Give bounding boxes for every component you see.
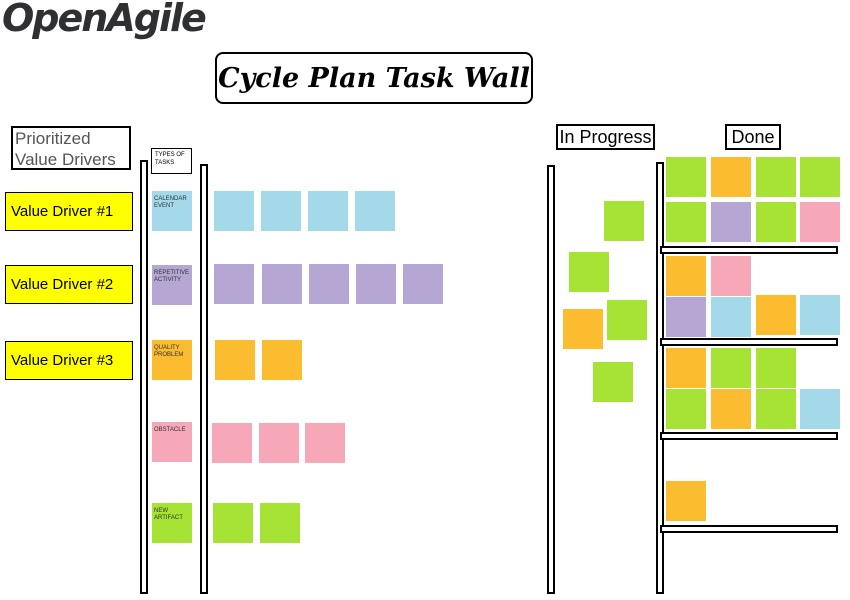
done-note[interactable] bbox=[800, 202, 840, 242]
in-progress-note[interactable] bbox=[604, 201, 644, 241]
backlog-note-obstacle[interactable] bbox=[305, 423, 345, 463]
done-note[interactable] bbox=[666, 348, 706, 388]
in-progress-divider bbox=[547, 165, 555, 594]
done-note[interactable] bbox=[756, 348, 796, 388]
task-type-new-artifact: NEW ARTIFACT bbox=[152, 503, 192, 543]
wall-title: Cycle Plan Task Wall bbox=[218, 62, 530, 94]
value-driver-3: Value Driver #3 bbox=[5, 341, 133, 380]
done-header: Done bbox=[725, 124, 781, 150]
task-type-label: OBSTACLE bbox=[154, 427, 186, 433]
in-progress-header: In Progress bbox=[556, 124, 655, 150]
done-shelf-2 bbox=[660, 338, 838, 346]
done-note[interactable] bbox=[711, 157, 751, 197]
task-types-divider bbox=[200, 164, 208, 594]
done-note[interactable] bbox=[666, 256, 706, 296]
task-type-label: REPETITIVE ACTIVITY bbox=[154, 270, 190, 283]
in-progress-note[interactable] bbox=[563, 309, 603, 349]
done-note[interactable] bbox=[666, 297, 706, 337]
task-type-calendar-event: CALENDAR EVENT bbox=[152, 191, 192, 231]
backlog-note-repetitive-activity[interactable] bbox=[403, 264, 443, 304]
done-shelf-3 bbox=[660, 432, 838, 440]
done-note[interactable] bbox=[711, 348, 751, 388]
prioritized-value-drivers-header: Prioritized Value Drivers bbox=[11, 126, 131, 170]
done-note[interactable] bbox=[666, 389, 706, 429]
done-note[interactable] bbox=[711, 202, 751, 242]
done-note[interactable] bbox=[800, 157, 840, 197]
task-type-label: CALENDAR EVENT bbox=[154, 196, 187, 209]
done-shelf-4 bbox=[660, 525, 838, 533]
backlog-note-repetitive-activity[interactable] bbox=[262, 264, 302, 304]
done-note[interactable] bbox=[756, 295, 796, 335]
task-type-label: NEW ARTIFACT bbox=[154, 508, 183, 521]
value-driver-divider bbox=[140, 160, 148, 594]
backlog-note-calendar-event[interactable] bbox=[355, 191, 395, 231]
openagile-logo: OpenAgile bbox=[2, 0, 207, 40]
done-shelf-1 bbox=[660, 246, 838, 254]
backlog-note-obstacle[interactable] bbox=[212, 423, 252, 463]
done-note[interactable] bbox=[800, 389, 840, 429]
backlog-note-new-artifact[interactable] bbox=[260, 503, 300, 543]
backlog-note-new-artifact[interactable] bbox=[213, 503, 253, 543]
done-note[interactable] bbox=[711, 256, 751, 296]
in-progress-note[interactable] bbox=[607, 300, 647, 340]
done-note[interactable] bbox=[666, 157, 706, 197]
done-note[interactable] bbox=[666, 481, 706, 521]
backlog-note-calendar-event[interactable] bbox=[308, 191, 348, 231]
task-type-repetitive-activity: REPETITIVE ACTIVITY bbox=[152, 265, 192, 305]
in-progress-note[interactable] bbox=[569, 252, 609, 292]
backlog-note-calendar-event[interactable] bbox=[261, 191, 301, 231]
done-note[interactable] bbox=[756, 202, 796, 242]
done-divider bbox=[656, 162, 664, 594]
backlog-note-calendar-event[interactable] bbox=[214, 191, 254, 231]
types-of-tasks-header: TYPES OF TASKS bbox=[151, 148, 192, 174]
done-note[interactable] bbox=[800, 295, 840, 335]
done-note[interactable] bbox=[756, 389, 796, 429]
backlog-note-quality-problem[interactable] bbox=[215, 340, 255, 380]
backlog-note-repetitive-activity[interactable] bbox=[356, 264, 396, 304]
done-note[interactable] bbox=[756, 157, 796, 197]
task-type-obstacle: OBSTACLE bbox=[152, 422, 192, 462]
backlog-note-quality-problem[interactable] bbox=[262, 340, 302, 380]
value-driver-2: Value Driver #2 bbox=[5, 265, 133, 304]
value-driver-1: Value Driver #1 bbox=[5, 192, 133, 231]
done-note[interactable] bbox=[711, 389, 751, 429]
backlog-note-repetitive-activity[interactable] bbox=[214, 264, 254, 304]
done-note[interactable] bbox=[711, 297, 751, 337]
done-note[interactable] bbox=[666, 202, 706, 242]
task-type-label: QUALITY PROBLEM bbox=[154, 345, 184, 358]
wall-title-box: Cycle Plan Task Wall bbox=[215, 52, 533, 104]
backlog-note-obstacle[interactable] bbox=[259, 423, 299, 463]
backlog-note-repetitive-activity[interactable] bbox=[309, 264, 349, 304]
in-progress-note[interactable] bbox=[593, 362, 633, 402]
task-type-quality-problem: QUALITY PROBLEM bbox=[152, 340, 192, 380]
